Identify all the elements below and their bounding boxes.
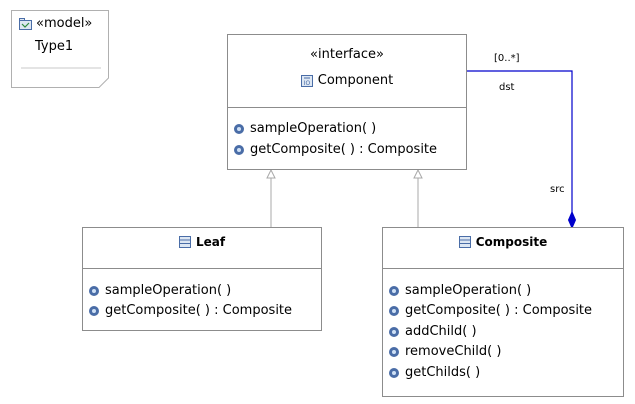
leaf-class-box[interactable]: Leaf sampleOperation( ) getComposite( ) … — [82, 227, 322, 331]
operation-gear-icon — [388, 285, 400, 297]
class-icon — [458, 236, 471, 248]
composite-operation-row[interactable]: addChild( ) — [388, 324, 477, 339]
component-operation-label: getComposite( ) : Composite — [250, 142, 438, 157]
generalization-leaf[interactable] — [266, 168, 276, 227]
association-dst-label: dst — [499, 82, 515, 93]
interface-icon: IO — [300, 74, 313, 87]
note-shape — [11, 10, 109, 88]
leaf-operation-row[interactable]: sampleOperation( ) — [88, 283, 231, 298]
composite-class-box[interactable]: Composite sampleOperation( ) getComposit… — [382, 227, 624, 397]
component-operation-row[interactable]: getComposite( ) : Composite — [233, 142, 437, 157]
model-stereotype: «model» — [36, 16, 93, 31]
composite-operation-label: addChild( ) — [405, 324, 477, 339]
operation-gear-icon — [388, 326, 400, 338]
composite-name: Composite — [475, 235, 548, 249]
operation-gear-icon — [88, 305, 100, 317]
composite-operation-label: getChilds( ) — [405, 365, 481, 380]
composite-operation-row[interactable]: getComposite( ) : Composite — [388, 303, 592, 318]
generalization-composite[interactable] — [413, 168, 423, 227]
operation-gear-icon — [388, 305, 400, 317]
leaf-divider — [83, 268, 321, 269]
composite-operation-label: sampleOperation( ) — [405, 283, 532, 298]
composite-operation-label: getComposite( ) : Composite — [405, 303, 593, 318]
component-divider — [228, 107, 466, 108]
leaf-operation-row[interactable]: getComposite( ) : Composite — [88, 303, 292, 318]
composite-operation-row[interactable]: removeChild( ) — [388, 344, 501, 359]
operation-gear-icon — [233, 144, 245, 156]
association-src-label: src — [550, 184, 565, 195]
component-interface-box[interactable]: «interface» IO Component sampleOperation… — [227, 34, 467, 170]
operation-gear-icon — [388, 346, 400, 358]
model-name: Type1 — [35, 39, 74, 54]
model-note[interactable]: «model» Type1 — [11, 10, 109, 88]
component-name: Component — [317, 73, 394, 88]
component-stereotype: «interface» — [310, 47, 384, 62]
component-operation-label: sampleOperation( ) — [250, 121, 377, 136]
operation-gear-icon — [88, 285, 100, 297]
operation-gear-icon — [388, 367, 400, 379]
composite-operation-label: removeChild( ) — [405, 344, 502, 359]
composite-divider — [383, 268, 623, 269]
svg-text:IO: IO — [304, 80, 311, 87]
leaf-operation-label: getComposite( ) : Composite — [105, 303, 293, 318]
leaf-name: Leaf — [195, 235, 226, 249]
composite-operation-row[interactable]: getChilds( ) — [388, 365, 480, 380]
leaf-operation-label: sampleOperation( ) — [105, 283, 232, 298]
class-icon — [178, 236, 191, 248]
model-package-icon — [19, 17, 32, 30]
association-multiplicity: [0..*] — [494, 53, 520, 64]
composite-operation-row[interactable]: sampleOperation( ) — [388, 283, 531, 298]
association-dst-src[interactable] — [467, 70, 577, 230]
component-operation-row[interactable]: sampleOperation( ) — [233, 121, 376, 136]
operation-gear-icon — [233, 123, 245, 135]
